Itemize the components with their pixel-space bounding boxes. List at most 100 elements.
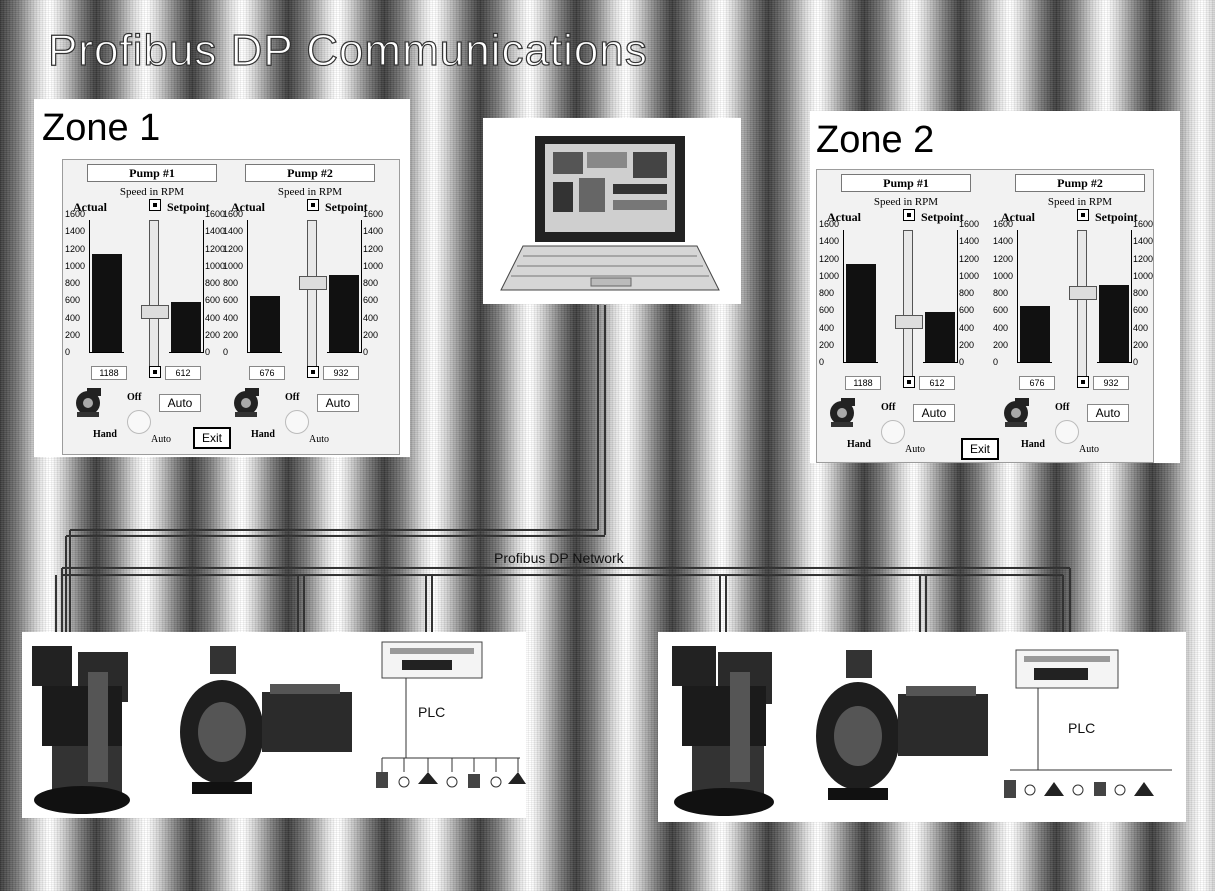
actual-speed-bar <box>92 254 122 352</box>
end-suction-pump-image <box>180 646 352 794</box>
hand-off-auto-selector[interactable] <box>285 410 309 434</box>
setpoint-slider-track[interactable] <box>149 220 159 370</box>
scale-tick-right: 800 <box>205 278 221 288</box>
zone-2-exit-button[interactable]: Exit <box>961 438 999 460</box>
scale-tick-right: 400 <box>959 322 975 333</box>
scale-tick-left: 200 <box>819 339 835 350</box>
scale-tick-right: 1600 <box>959 219 980 229</box>
scale-tick-right: 0 <box>1133 357 1139 367</box>
zone-1-exit-button[interactable]: Exit <box>193 427 231 449</box>
units-toggle[interactable] <box>903 209 915 221</box>
scale-tick-left: 400 <box>223 312 239 323</box>
speed-label: Speed in RPM <box>277 186 343 198</box>
pump-title: Pump #1 <box>87 164 217 182</box>
setpoint-label: Setpoint <box>325 200 368 214</box>
scale-tick-right: 1600 <box>1133 219 1154 229</box>
scale-tick-left: 600 <box>223 295 239 306</box>
scale-tick-right: 600 <box>363 295 379 306</box>
actual-label: Actual <box>231 200 265 214</box>
setpoint-step-button[interactable] <box>307 366 319 378</box>
slide-title: Profibus DP Communications <box>47 25 648 75</box>
scale-tick-right: 200 <box>363 329 379 340</box>
units-toggle[interactable] <box>307 199 319 211</box>
scale-tick-right: 0 <box>959 357 965 367</box>
setpoint-slider-knob[interactable] <box>1069 285 1097 300</box>
setpoint-speed-bar <box>329 275 359 352</box>
setpoint-bar-box <box>169 220 204 353</box>
auto-button[interactable]: Auto <box>913 404 955 422</box>
setpoint-bar-box <box>1097 230 1132 363</box>
scale-tick-right: 1200 <box>1133 253 1154 264</box>
scale-tick-left: 800 <box>993 288 1009 298</box>
scale-tick-right: 0 <box>205 347 211 357</box>
pump-title: Pump #2 <box>1015 174 1145 192</box>
hand-label: Hand <box>93 429 117 440</box>
actual-bar-box <box>247 220 282 353</box>
setpoint-step-button[interactable] <box>149 366 161 378</box>
units-toggle[interactable] <box>149 199 161 211</box>
scale-tick-right: 200 <box>205 329 221 340</box>
zone-2-equipment-panel: PLC <box>658 632 1186 822</box>
scale-tick-right: 0 <box>363 347 369 357</box>
zone-1-title: Zone 1 <box>42 107 161 149</box>
hand-off-auto-selector[interactable] <box>127 410 151 434</box>
hand-label: Hand <box>1021 439 1045 450</box>
auto-button[interactable]: Auto <box>317 394 359 412</box>
auto-button[interactable]: Auto <box>159 394 201 412</box>
scale-tick-right: 1000 <box>959 270 980 281</box>
speed-label: Speed in RPM <box>1047 196 1113 208</box>
scale-tick-right: 600 <box>205 295 221 306</box>
actual-value-readout: 1188 <box>91 366 127 380</box>
setpoint-slider-track[interactable] <box>1077 230 1087 380</box>
hand-label: Hand <box>251 429 275 440</box>
scale-tick-right: 1000 <box>1133 270 1154 281</box>
scale-tick-left: 0 <box>65 347 71 357</box>
setpoint-slider-knob[interactable] <box>895 315 923 330</box>
setpoint-slider-knob[interactable] <box>299 275 327 290</box>
setpoint-slider-track[interactable] <box>307 220 317 370</box>
setpoint-slider-track[interactable] <box>903 230 913 380</box>
computer-panel <box>483 118 741 304</box>
scale-tick-left: 1600 <box>65 209 86 219</box>
scale-tick-right: 600 <box>1133 305 1149 316</box>
scale-tick-left: 1000 <box>65 260 86 271</box>
scale-tick-left: 1400 <box>65 226 86 237</box>
setpoint-step-button[interactable] <box>1077 376 1089 388</box>
pump-icon <box>1004 398 1029 427</box>
scale-tick-right: 400 <box>363 312 379 323</box>
scale-tick-right: 800 <box>959 288 975 298</box>
units-toggle[interactable] <box>1077 209 1089 221</box>
vertical-pump-image <box>32 646 130 814</box>
hand-off-auto-selector[interactable] <box>1055 420 1079 444</box>
auto-button[interactable]: Auto <box>1087 404 1129 422</box>
off-label: Off <box>881 402 896 413</box>
zone-1-hmi-window: Pump #1 Speed in RPM Actual Setpoint 1600 160… <box>62 159 400 455</box>
network-label: Profibus DP Network <box>494 550 624 566</box>
setpoint-bar-box <box>327 220 362 353</box>
zone-1-equipment-image <box>32 641 526 814</box>
setpoint-label: Setpoint <box>1095 210 1138 224</box>
scale-tick-right: 1000 <box>363 260 384 271</box>
scale-tick-right: 1600 <box>205 209 226 219</box>
scale-tick-right: 200 <box>1133 339 1149 350</box>
scale-tick-right: 800 <box>1133 288 1149 298</box>
scale-tick-left: 1000 <box>993 270 1014 281</box>
scale-tick-left: 1400 <box>819 236 840 247</box>
off-label: Off <box>1055 402 1070 413</box>
setpoint-slider-knob[interactable] <box>141 305 169 320</box>
actual-value-readout: 676 <box>249 366 285 380</box>
plc-image <box>376 641 526 788</box>
actual-speed-bar <box>1020 306 1050 362</box>
hand-off-auto-selector[interactable] <box>881 420 905 444</box>
setpoint-step-button[interactable] <box>903 376 915 388</box>
plc-image <box>1004 649 1172 798</box>
scale-tick-left: 1600 <box>819 219 840 229</box>
pump-icon <box>830 398 855 427</box>
hand-label: Hand <box>847 439 871 450</box>
scale-tick-left: 1400 <box>993 236 1014 247</box>
